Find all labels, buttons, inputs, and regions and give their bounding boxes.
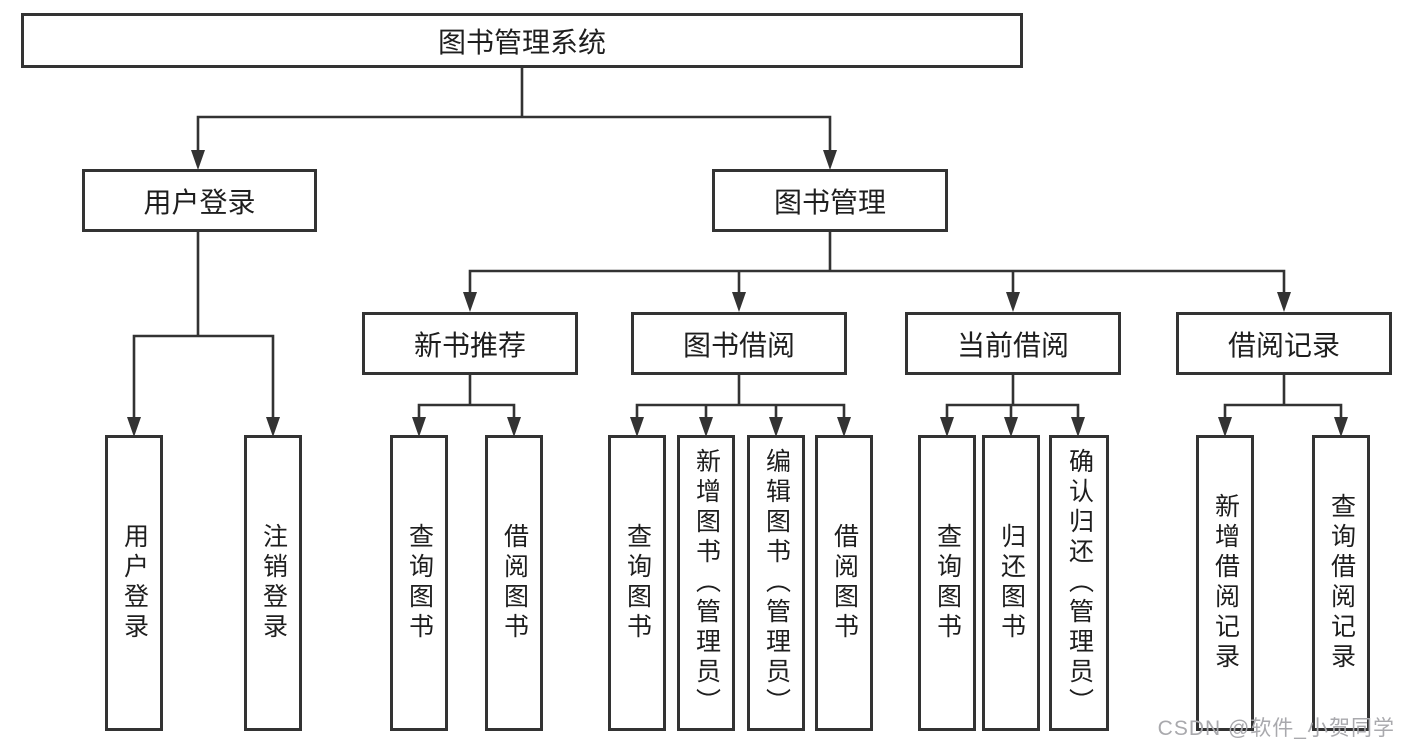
leaf-user-login: 用户登录 [105,435,163,731]
leaf-label: 编辑图书（管理员） [762,448,791,718]
leaf-br-query-record: 查询借阅记录 [1312,435,1370,731]
node-label: 当前借阅 [956,329,1069,361]
node-book-borrow: 图书借阅 [631,312,847,375]
node-current-borrow: 当前借阅 [905,312,1121,375]
node-book-management: 图书管理 [712,169,948,232]
node-new-book-recommend: 新书推荐 [362,312,578,375]
leaf-bb-add-books-admin: 新增图书（管理员） [677,435,735,731]
node-borrow-records: 借阅记录 [1176,312,1392,375]
node-label: 图书管理系统 [437,26,606,58]
leaf-logout: 注销登录 [244,435,302,731]
connector-paths [132,68,1343,420]
leaf-label: 借阅图书 [500,523,529,643]
leaf-cb-query-books: 查询图书 [918,435,976,731]
leaf-cb-confirm-return-admin: 确认归还（管理员） [1049,435,1109,731]
leaf-bb-edit-books-admin: 编辑图书（管理员） [747,435,805,731]
node-root: 图书管理系统 [21,13,1023,68]
leaf-label: 查询图书 [933,523,962,643]
node-label: 新书推荐 [413,329,526,361]
leaf-label: 新增图书（管理员） [692,448,721,718]
leaf-label: 借阅图书 [830,523,859,643]
csdn-watermark: CSDN @软件_小贺同学 [1157,717,1395,740]
leaf-nbr-query-books: 查询图书 [390,435,448,731]
arrowheads [127,150,1348,437]
leaf-bb-borrow-books: 借阅图书 [815,435,873,731]
node-label: 用户登录 [143,186,256,218]
leaf-label: 查询借阅记录 [1327,493,1356,673]
leaf-label: 注销登录 [259,523,288,643]
leaf-nbr-borrow-books: 借阅图书 [485,435,543,731]
leaf-label: 归还图书 [997,523,1026,643]
node-label: 图书借阅 [682,329,795,361]
leaf-label: 用户登录 [120,523,149,643]
leaf-label: 新增借阅记录 [1211,493,1240,673]
leaf-label: 确认归还（管理员） [1065,448,1094,718]
node-user-login: 用户登录 [82,169,317,232]
node-label: 借阅记录 [1227,329,1340,361]
leaf-cb-return-books: 归还图书 [982,435,1040,731]
leaf-label: 查询图书 [405,523,434,643]
leaf-br-add-record: 新增借阅记录 [1196,435,1254,731]
leaf-bb-query-books: 查询图书 [608,435,666,731]
node-label: 图书管理 [773,186,886,218]
leaf-label: 查询图书 [623,523,652,643]
